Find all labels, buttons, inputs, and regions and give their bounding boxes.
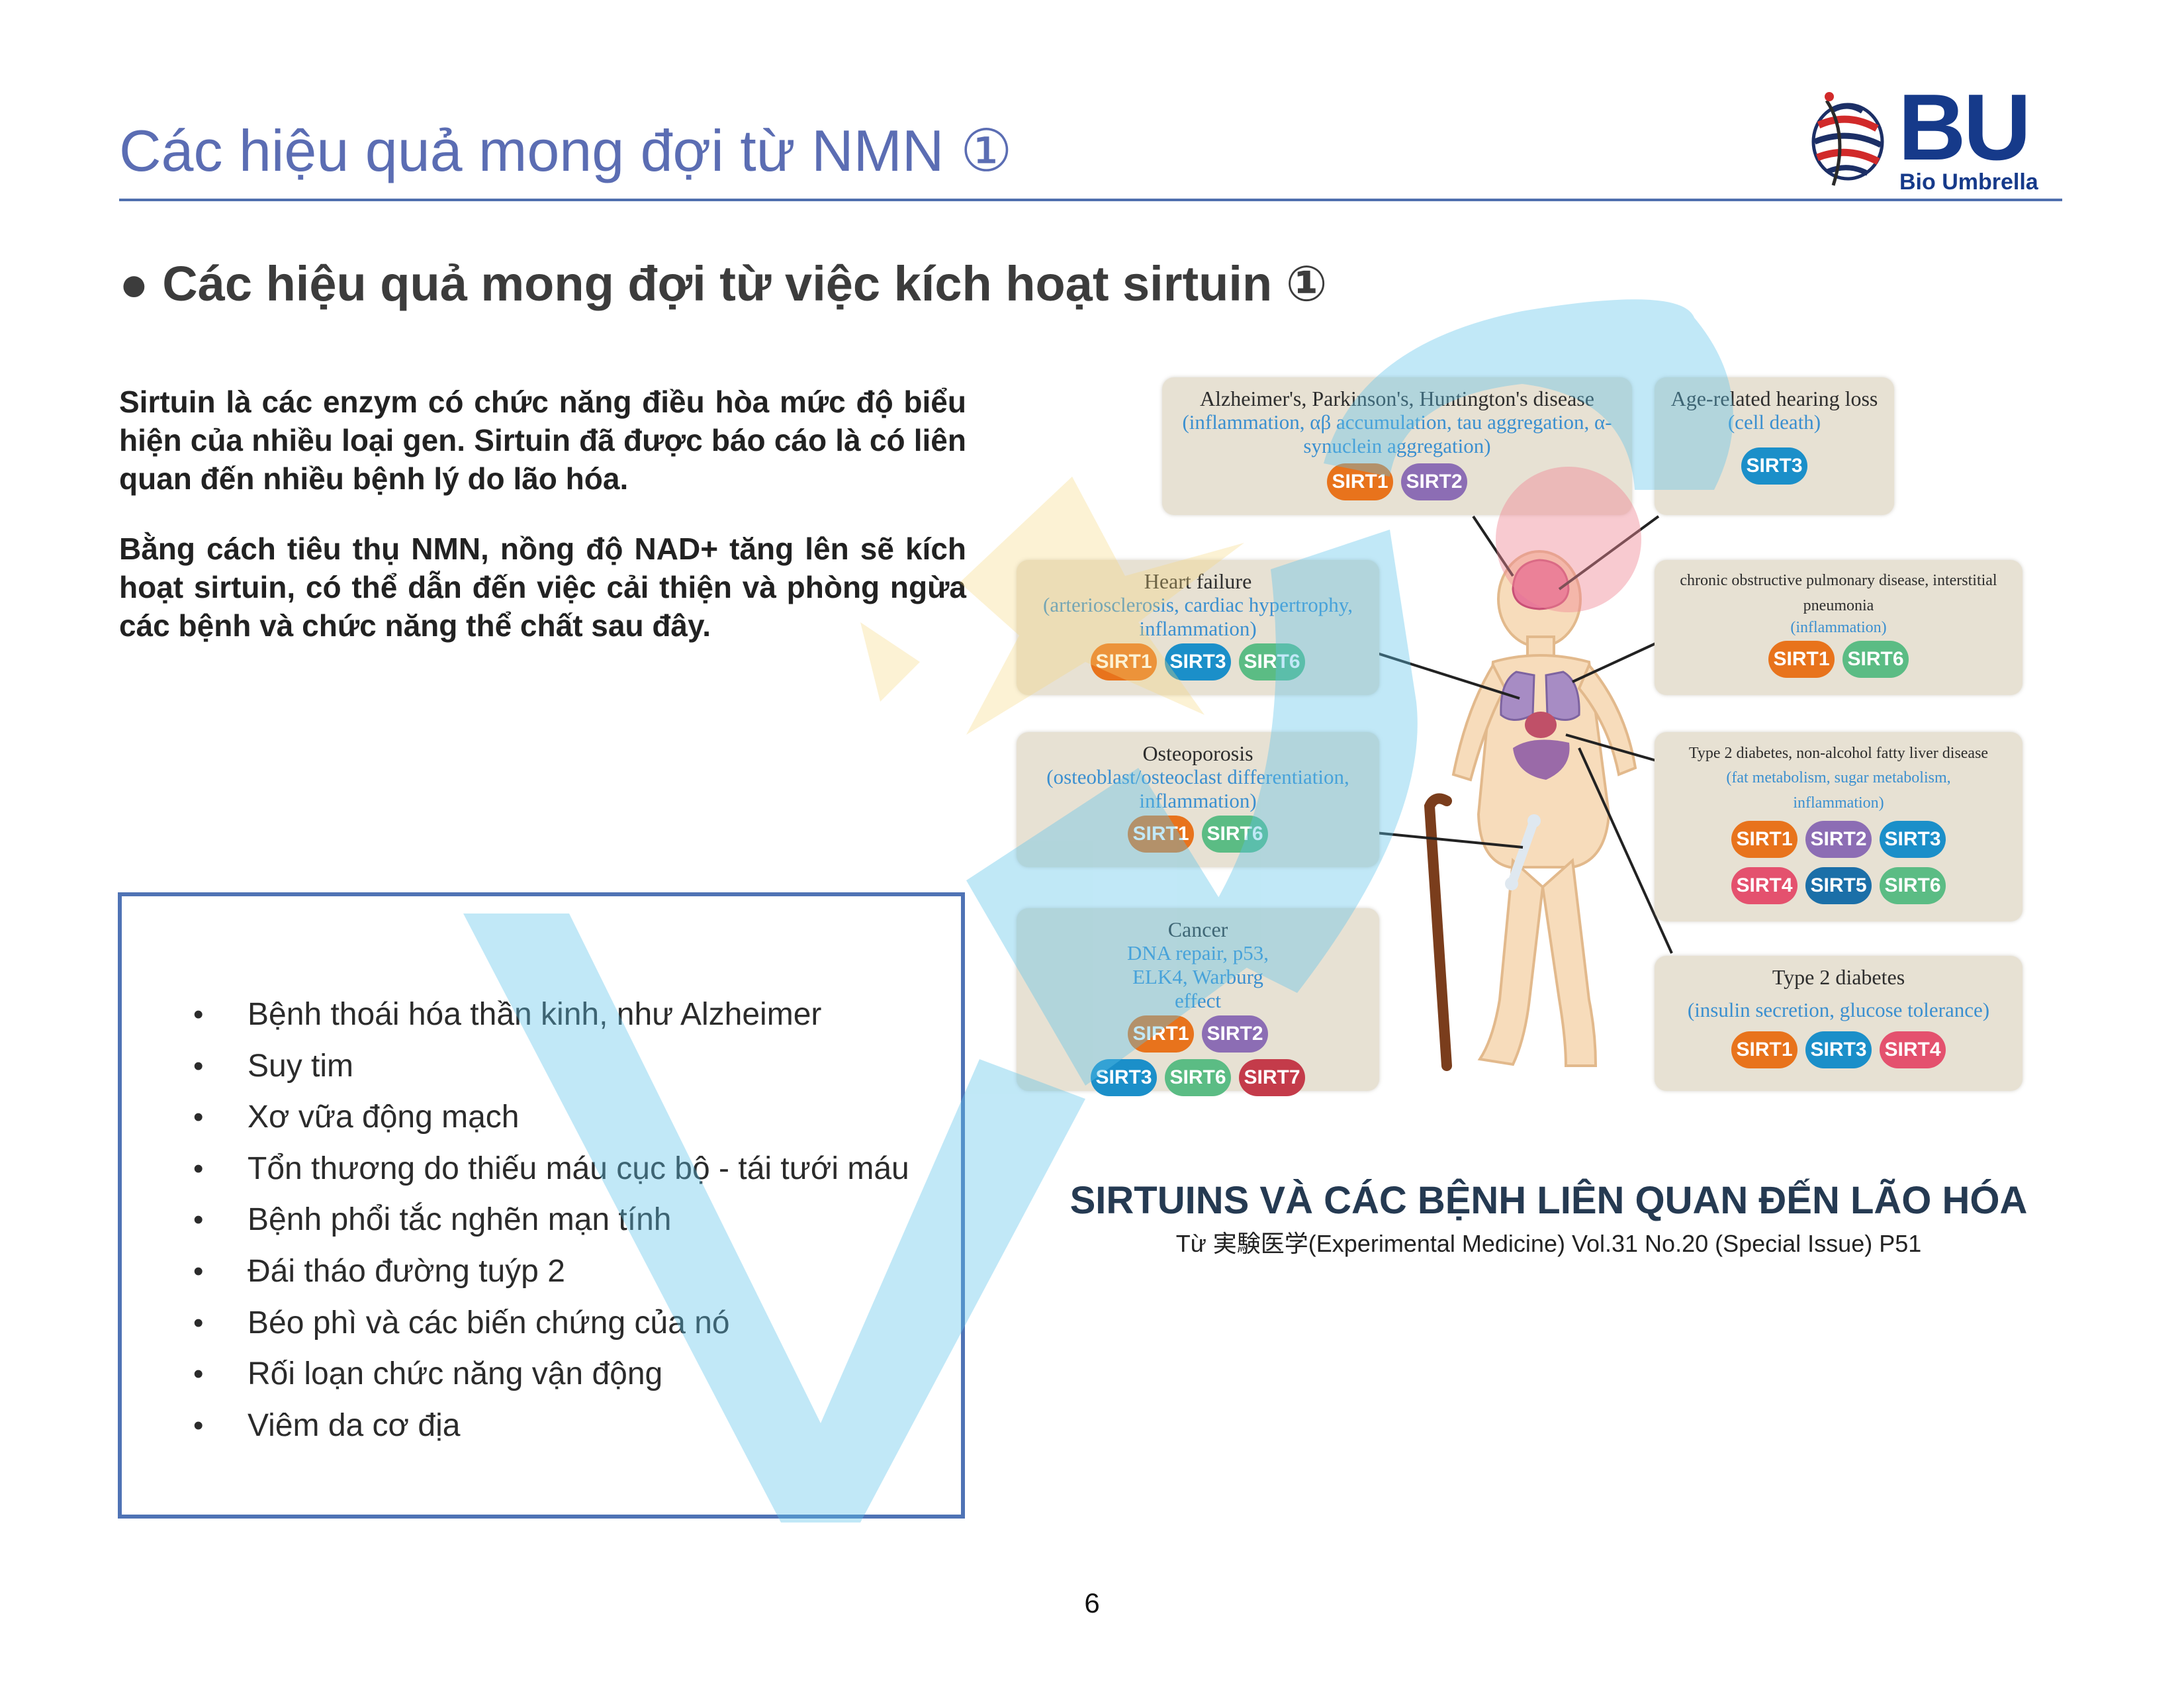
list-item: Rối loạn chức năng vận động (193, 1348, 909, 1400)
section-heading: ● Các hiệu quả mong đợi từ việc kích hoạ… (119, 256, 1328, 311)
panel-t2d-fatty-liver: Type 2 diabetes, non-alcohol fatty liver… (1655, 732, 2023, 921)
list-item: Béo phì và các biến chứng của nó (193, 1297, 909, 1349)
sirt-pill: SIRT7 (1239, 1059, 1305, 1096)
list-item: Bệnh thoái hóa thần kinh, như Alzheimer (193, 989, 909, 1041)
intro-paragraph-2: Bằng cách tiêu thụ NMN, nồng độ NAD+ tăn… (119, 532, 966, 643)
intro-paragraph-1: Sirtuin là các enzym có chức năng điều h… (119, 385, 966, 496)
sirtuin-disease-figure: Alzheimer's, Parkinson's, Huntington's d… (990, 338, 2089, 1172)
panel-cancer: Cancer DNA repair, p53, ELK4, Warburg ef… (1017, 908, 1379, 1096)
sirt-pill: SIRT4 (1731, 867, 1797, 904)
effects-list: Bệnh thoái hóa thần kinh, như Alzheimer … (122, 989, 909, 1451)
panel-type2-diabetes: Type 2 diabetes (insulin secretion, gluc… (1655, 956, 2023, 1091)
sirt-pill: SIRT2 (1401, 463, 1467, 500)
logo-wordmark: BU (1898, 75, 2031, 180)
panel-heart-failure: Heart failure (arteriosclerosis, cardiac… (1017, 560, 1379, 695)
sirt-pill: SIRT6 (1843, 641, 1909, 678)
sirt-pill: SIRT6 (1880, 867, 1946, 904)
sirt-pill: SIRT1 (1128, 816, 1194, 853)
sirt-pill: SIRT1 (1731, 1031, 1797, 1068)
sirt-pill: SIRT3 (1091, 1059, 1157, 1096)
sirt-pill: SIRT1 (1091, 643, 1157, 680)
figure-caption: SIRTUINS VÀ CÁC BỆNH LIÊN QUAN ĐẾN LÃO H… (1069, 1179, 2028, 1222)
list-item: Bệnh phổi tắc nghẽn mạn tính (193, 1194, 909, 1246)
panel-osteoporosis: Osteoporosis (osteoblast/osteoclast diff… (1017, 732, 1379, 867)
sirt-pill: SIRT1 (1327, 463, 1393, 500)
sirt-pill: SIRT5 (1805, 867, 1872, 904)
sirt-pill: SIRT1 (1768, 641, 1835, 678)
sirt-pill: SIRT3 (1805, 1031, 1872, 1068)
list-item: Tổn thương do thiếu máu cục bộ - tái tướ… (193, 1143, 909, 1195)
sirt-pill: SIRT4 (1880, 1031, 1946, 1068)
sirt-pill: SIRT3 (1880, 821, 1946, 858)
page-title: Các hiệu quả mong đợi từ NMN ① (119, 118, 1013, 183)
logo-subtitle: Bio Umbrella (1899, 169, 2038, 195)
sirt-pill: SIRT6 (1239, 643, 1305, 680)
panel-hearing-loss: Age-related hearing loss (cell death) SI… (1655, 377, 1894, 515)
list-item: Suy tim (193, 1041, 909, 1092)
effects-box: Bệnh thoái hóa thần kinh, như Alzheimer … (118, 892, 965, 1519)
list-item: Đái tháo đường tuýp 2 (193, 1246, 909, 1297)
header-divider (119, 199, 2062, 201)
sirt-pill: SIRT3 (1165, 643, 1231, 680)
sirt-pill: SIRT3 (1741, 447, 1807, 485)
sirt-pill: SIRT6 (1165, 1059, 1231, 1096)
dna-globe-icon (1811, 92, 1884, 186)
sirt-pill: SIRT2 (1805, 821, 1872, 858)
sirt-pill: SIRT6 (1202, 816, 1268, 853)
bu-bio-umbrella-logo: BU Bio Umbrella (1807, 81, 2038, 195)
sirt-pill: SIRT1 (1128, 1015, 1194, 1053)
figure-source: Từ 実験医学(Experimental Medicine) Vol.31 No… (1175, 1230, 1922, 1257)
sirt-pill: SIRT1 (1731, 821, 1797, 858)
panel-neurodegenerative: Alzheimer's, Parkinson's, Huntington's d… (1162, 377, 1632, 515)
sirt-pill: SIRT2 (1202, 1015, 1268, 1053)
list-item: Xơ vữa động mạch (193, 1092, 909, 1143)
panel-copd: chronic obstructive pulmonary disease, i… (1655, 560, 2023, 695)
page-number: 6 (1084, 1587, 1100, 1618)
list-item: Viêm da cơ địa (193, 1400, 909, 1452)
